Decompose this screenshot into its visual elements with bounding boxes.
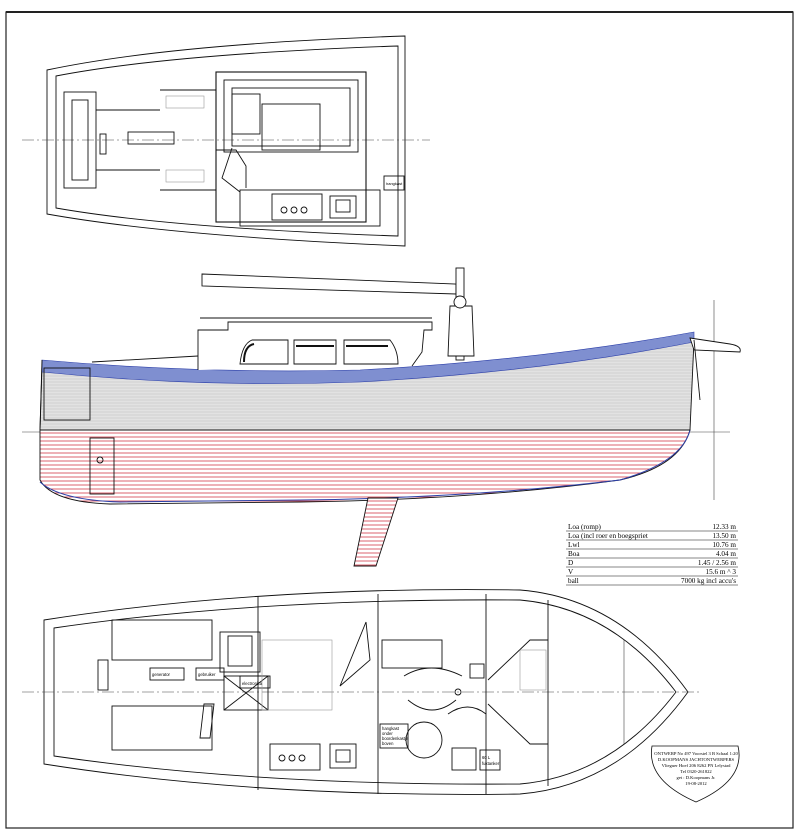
label-gebruiker: gebruiker <box>198 672 216 677</box>
interior-plan <box>22 589 700 795</box>
label-generator: generator <box>152 672 171 677</box>
spec-value-4: 1.45 / 2.56 m <box>698 559 737 567</box>
shower-circle <box>405 721 443 759</box>
galley-counter <box>269 743 321 771</box>
spec-value-1: 13.50 m <box>712 532 736 540</box>
spec-table: Loa (romp) 12.33 m Loa (incl roer en boe… <box>566 523 738 586</box>
spec-value-5: 15.6 m ^ 3 <box>705 568 736 576</box>
label-tank-1: 60 L <box>482 755 491 760</box>
interior-inner-outline <box>53 599 677 785</box>
title-line-4: Tel 0320-261822 <box>680 769 712 774</box>
label-hangkast-4: boven <box>382 741 394 746</box>
deck-plan <box>22 35 430 247</box>
label-hangkast-2: onder <box>382 731 393 736</box>
title-line-1: ONTWERP No 497 Voorstel 3 B Schaal 1:20 <box>654 751 738 756</box>
spec-label-1: Loa (incl roer en boegspriet <box>568 532 648 540</box>
label-hangkast-3: boordenkastje <box>382 736 409 741</box>
spec-label-2: Lwl <box>568 541 580 549</box>
bowsprit <box>689 337 741 353</box>
label-electronica: electronica <box>242 681 263 686</box>
side-profile <box>22 267 741 567</box>
deck-galley-counter <box>271 193 323 221</box>
title-line-3: Vlieguer Hoef 206 8262 PN Lelystad <box>662 763 731 768</box>
spec-label-6: ball <box>568 577 579 585</box>
title-line-5: get : D.Koopmans Jr. <box>677 775 716 780</box>
keel-line <box>39 429 691 503</box>
deck-plan-outline <box>46 35 406 247</box>
label-hangkast-1: hangkast <box>382 726 400 731</box>
deck-label-hangkast: hangkast <box>386 181 403 186</box>
spec-value-0: 12.33 m <box>712 523 736 531</box>
title-line-2: D.KOOPMANS JACHTONTWERPERS <box>658 757 735 762</box>
spec-value-6: 7000 kg incl accu's <box>681 577 736 585</box>
spec-label-0: Loa (romp) <box>568 523 602 531</box>
title-block: ONTWERP No 497 Voorstel 3 B Schaal 1:20 … <box>654 751 738 786</box>
deck-house <box>215 71 367 223</box>
title-block-frame <box>650 745 740 803</box>
galley-sink <box>329 743 357 769</box>
spec-value-3: 4.04 m <box>716 550 736 558</box>
underwater-hull <box>39 429 691 505</box>
label-tank-2: fuktanker <box>482 761 500 766</box>
keel-fin <box>353 497 399 567</box>
boom <box>201 273 457 295</box>
spec-label-5: V <box>568 568 574 576</box>
spec-label-4: D <box>568 559 573 567</box>
deck-plan-inner-outline <box>55 45 399 237</box>
deck-cockpit <box>63 91 97 189</box>
deck-sink <box>329 195 357 219</box>
spec-value-2: 10.76 m <box>712 541 736 549</box>
spec-label-3: Boa <box>568 550 580 558</box>
rudder <box>89 437 115 495</box>
title-line-6: 19-08-2012 <box>685 781 707 786</box>
